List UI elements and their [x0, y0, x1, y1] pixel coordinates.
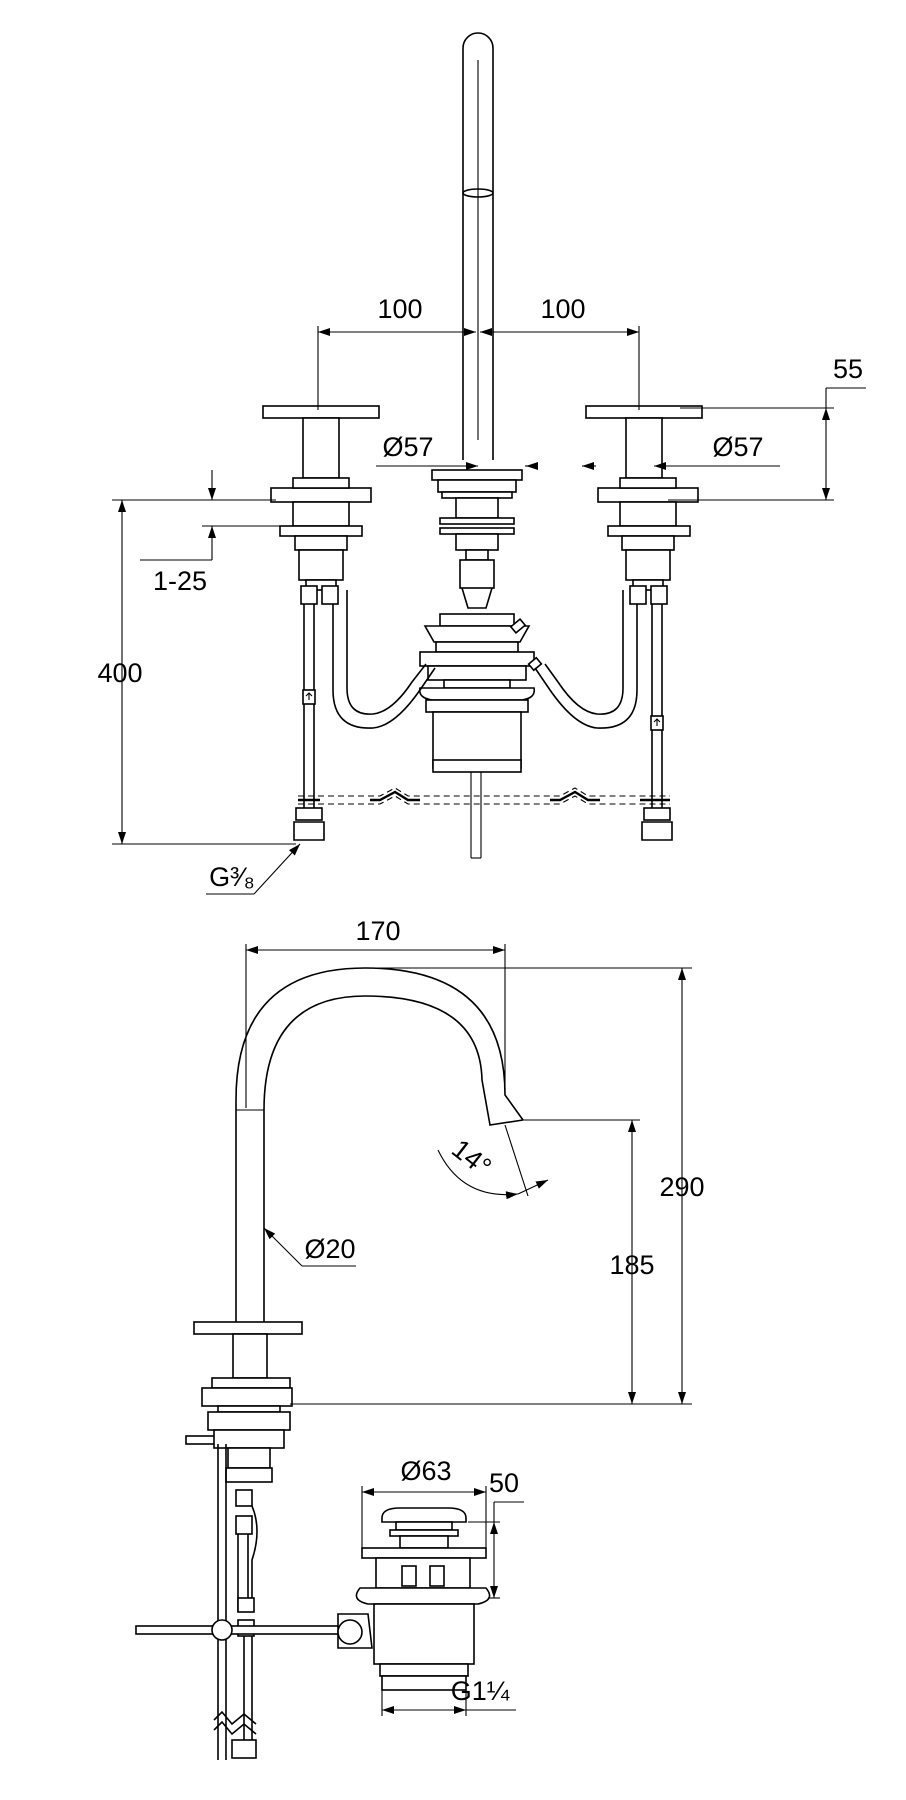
dim-handle-height	[668, 387, 866, 501]
side-view: 170 14° Ø20 290 185	[135, 916, 705, 1760]
dim-angle	[437, 1124, 549, 1200]
dim-outlet-height	[523, 1119, 640, 1404]
dim-outlet-height-value: 185	[609, 1250, 654, 1280]
deck-break	[298, 787, 670, 805]
waste-assembly	[337, 1507, 491, 1691]
side-body	[185, 1321, 303, 1760]
spout-front	[462, 32, 494, 460]
dim-spout-diameter-value: Ø20	[304, 1234, 355, 1264]
dim-side-total-height	[290, 967, 692, 1405]
dim-angle-value: 14°	[446, 1134, 497, 1183]
dim-reach-value: 170	[355, 916, 400, 946]
front-view: 100 100 55 Ø57 Ø57	[97, 32, 866, 895]
dim-waste-diameter-value: Ø63	[400, 1456, 451, 1486]
dim-waste-thread-value: G1¼	[451, 1676, 510, 1706]
dim-spout-diameter	[263, 1227, 356, 1267]
dim-left-spacing: 100	[377, 294, 422, 324]
dim-total-height	[112, 499, 296, 845]
dim-spacing	[317, 326, 640, 410]
center-body	[418, 469, 543, 859]
dim-connection	[206, 843, 301, 895]
dim-side-total-height-value: 290	[659, 1172, 704, 1202]
dim-waste-diameter	[361, 1486, 487, 1548]
popup-rod	[135, 1619, 357, 1759]
right-valve	[585, 405, 703, 591]
dim-right-diameter-value: Ø57	[712, 432, 763, 462]
dim-deck-range	[140, 470, 280, 561]
dim-total-height-value: 400	[97, 658, 142, 688]
dim-waste-height-value: 50	[489, 1468, 519, 1498]
dim-waste-thread	[381, 1690, 516, 1716]
left-valve	[262, 405, 380, 591]
supply-lines	[293, 585, 673, 841]
dim-right-spacing: 100	[540, 294, 585, 324]
hoses	[332, 590, 638, 729]
dim-connection-value: G³⁄₈	[209, 862, 255, 892]
dim-deck-range-value: 1-25	[153, 566, 207, 596]
dim-left-diameter-value: Ø57	[382, 432, 433, 462]
dim-waste-height	[468, 1501, 524, 1599]
dim-handle-height-value: 55	[833, 354, 863, 384]
